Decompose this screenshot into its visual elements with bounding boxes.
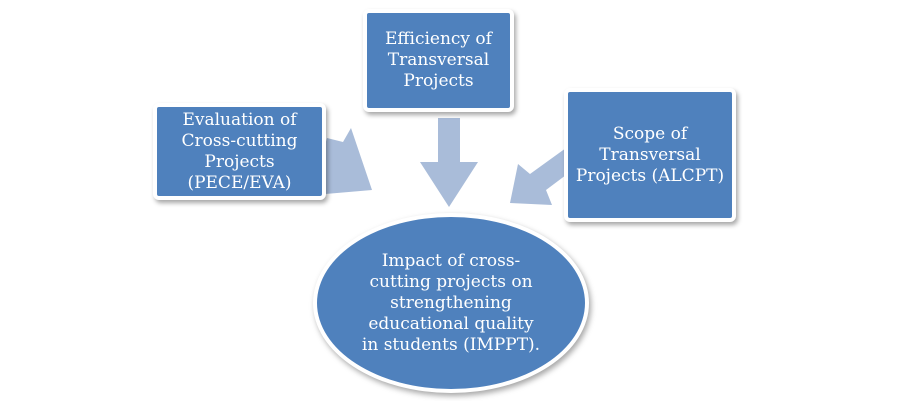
arrow-scope-to-impact (510, 148, 566, 205)
node-efficiency-transversal-projects: Efficiency of Transversal Projects (363, 9, 514, 112)
arrow-efficiency-to-impact (420, 118, 478, 207)
node-impact-cross-cutting-projects: Impact of cross- cutting projects on str… (313, 213, 589, 393)
node-scope-transversal-projects: Scope of Transversal Projects (ALCPT) (564, 88, 736, 222)
node-evaluation-cross-cutting-projects: Evaluation of Cross-cutting Projects (PE… (153, 103, 326, 200)
